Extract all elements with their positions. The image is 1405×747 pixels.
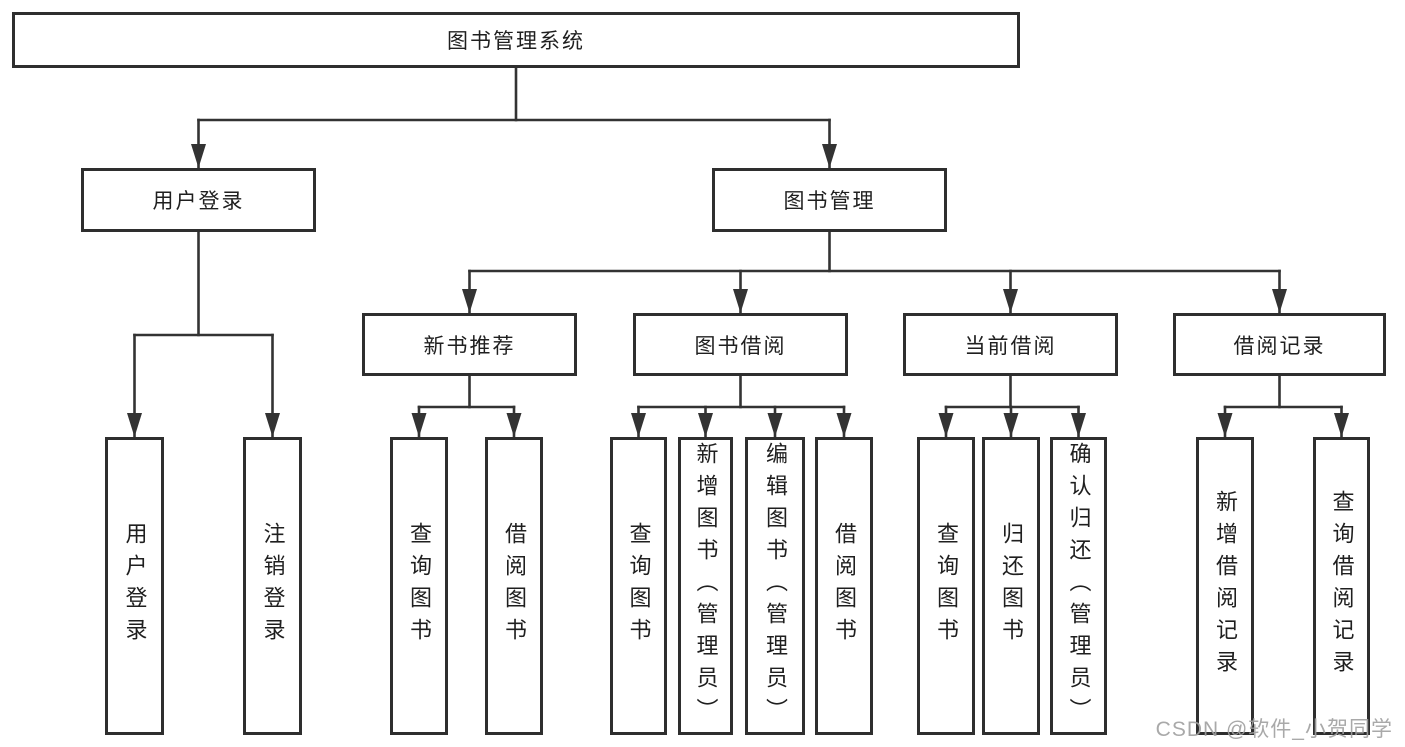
leaf-br-query-record: 查询借阅记录	[1313, 437, 1370, 735]
csdn-watermark: CSDN @软件_小贺同学	[1155, 718, 1393, 741]
leaf-bb-borrow-books: 借阅图书	[815, 437, 873, 735]
node-user-login: 用户登录	[81, 168, 316, 232]
leaf-nb-borrow-books: 借阅图书	[485, 437, 543, 735]
leaf-cb-return-books: 归还图书	[982, 437, 1040, 735]
node-borrow-records: 借阅记录	[1173, 313, 1386, 376]
leaf-bb-add-books-admin: 新增图书（管理员）	[678, 437, 733, 735]
node-current-borrow: 当前借阅	[903, 313, 1118, 376]
node-book-borrow: 图书借阅	[633, 313, 848, 376]
leaf-user-login: 用户登录	[105, 437, 164, 735]
connector-book-mgmt-children	[462, 230, 1287, 315]
leaf-bb-edit-books-admin: 编辑图书（管理员）	[745, 437, 805, 735]
leaf-bb-query-books: 查询图书	[610, 437, 667, 735]
leaf-br-add-record: 新增借阅记录	[1196, 437, 1254, 735]
connector-user-login-children	[127, 230, 280, 439]
leaf-cb-confirm-return-admin: 确认归还（管理员）	[1050, 437, 1107, 735]
connector-new-books-children	[411, 374, 522, 439]
leaf-nb-query-books: 查询图书	[390, 437, 448, 735]
connector-root-to-level2	[191, 66, 837, 170]
leaf-cb-query-books: 查询图书	[917, 437, 975, 735]
connector-book-borrow-children	[631, 374, 852, 439]
node-book-management: 图书管理	[712, 168, 947, 232]
connector-borrow-records-children	[1217, 374, 1349, 439]
node-new-book-recommend: 新书推荐	[362, 313, 577, 376]
connector-current-borrow-children	[938, 374, 1086, 439]
node-root-system: 图书管理系统	[12, 12, 1020, 68]
leaf-logout: 注销登录	[243, 437, 302, 735]
